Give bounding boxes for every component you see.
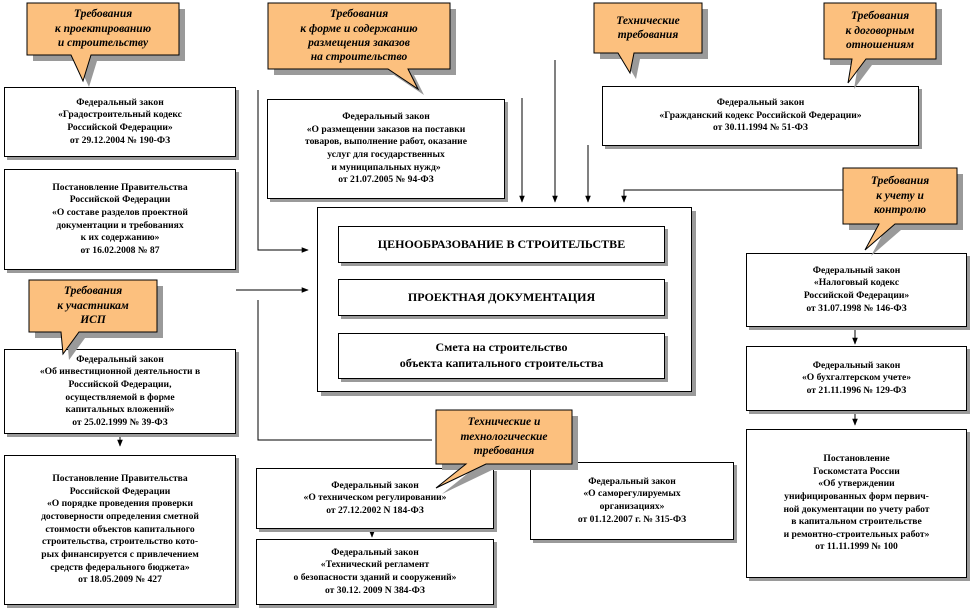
callout-bubble-shape (26, 2, 185, 87)
callout-bubble-shape (593, 2, 708, 79)
callout-bubble-shape (28, 279, 163, 360)
doc-grad-code: Федеральный закон «Градостроительный код… (4, 87, 236, 157)
callout-technical: Технические требования (593, 2, 708, 79)
callout-bubble-shape (842, 167, 963, 256)
doc-self-regulation: Федеральный закон «О саморегулируемых ор… (530, 462, 734, 540)
callout-participants: Требования к участникам ИСП (28, 279, 163, 360)
doc-civil-code: Федеральный закон «Гражданский кодекс Ро… (602, 86, 919, 146)
callout-accounting: Требования к учету и контролю (842, 167, 963, 256)
doc-gov-decree-427: Постановление Правительства Российской Ф… (4, 455, 236, 605)
doc-goskomstat-100: Постановление Госкомстата России «Об утв… (746, 429, 967, 578)
wire-design (257, 90, 309, 253)
doc-investment-law: Федеральный закон «Об инвестиционной дея… (4, 349, 236, 434)
estimate-box: Смета на строительство объекта капитальн… (338, 333, 665, 379)
pricing-box: ЦЕНООБРАЗОВАНИЕ В СТРОИТЕЛЬСТВЕ (338, 226, 665, 263)
callout-bubble-shape (267, 2, 456, 95)
callout-design: Требования к проектированию и строительс… (26, 2, 185, 87)
callout-tech-process: Технические и технологические требования (435, 409, 578, 494)
doc-building-safety: Федеральный закон «Технический регламент… (256, 539, 494, 605)
doc-accounting-law: Федеральный закон «О бухгалтерском учете… (746, 346, 967, 411)
doc-gov-decree-87: Постановление Правительства Российской Ф… (4, 169, 236, 270)
callout-contract: Требования к договорным отношениям (823, 2, 942, 89)
callout-bubble-shape (823, 2, 942, 89)
callout-bubble-shape (435, 409, 578, 494)
project-docs-box: ПРОЕКТНАЯ ДОКУМЕНТАЦИЯ (338, 279, 665, 316)
wire-tech-process (257, 300, 432, 441)
doc-orders-law: Федеральный закон «О размещении заказов … (267, 99, 505, 199)
doc-tax-code: Федеральный закон «Налоговый кодекс Росс… (746, 253, 967, 327)
callout-orders: Требования к форме и содержанию размещен… (267, 2, 456, 95)
